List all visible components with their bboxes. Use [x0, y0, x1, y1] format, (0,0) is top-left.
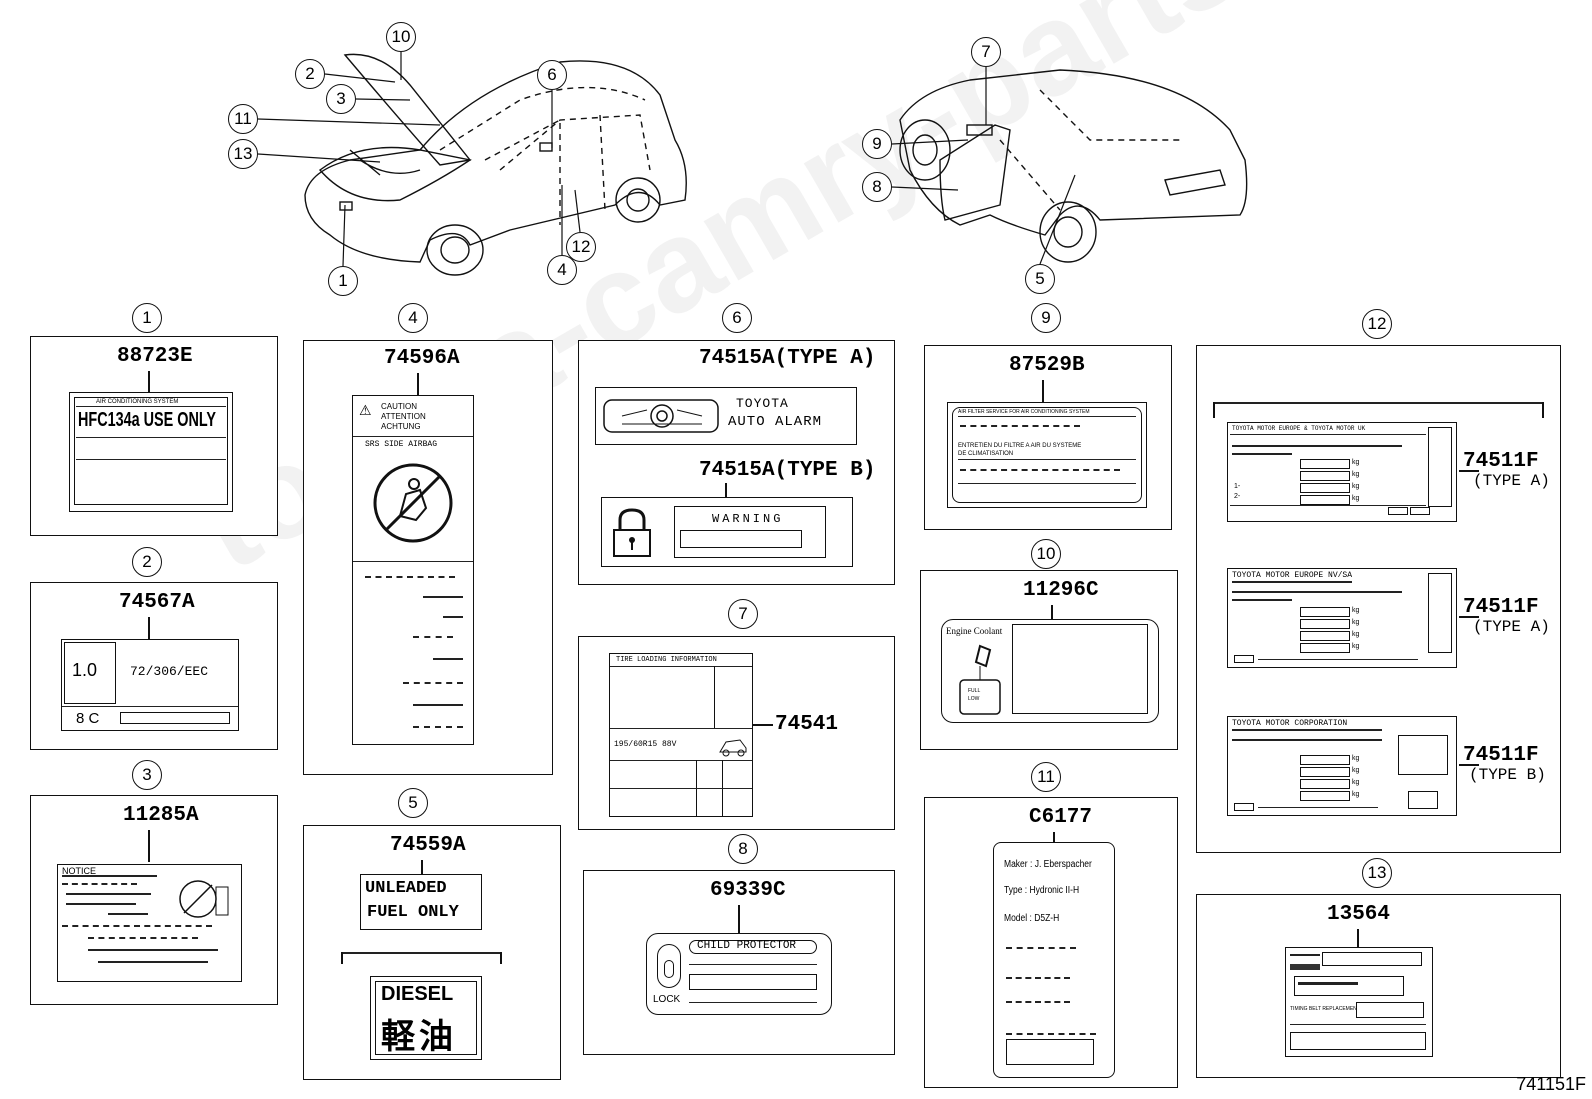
part-number-type-a-1: 74511F	[1463, 450, 1539, 473]
no-child-seat-icon	[373, 463, 453, 543]
panel-13-number: 13	[1362, 858, 1392, 888]
label-13564: TIMING BELT REPLACEMENT	[1285, 947, 1433, 1057]
panel-6-number: 6	[722, 303, 752, 333]
part-number: 13564	[1327, 903, 1391, 926]
panel-4: 74596A ⚠ CAUTION ATTENTION ACHTUNG SRS S…	[303, 340, 553, 775]
label-74515A-type-a: TOYOTA AUTO ALARM	[595, 387, 857, 445]
panel-1-number: 1	[132, 303, 162, 333]
part-number: 74596A	[384, 347, 460, 370]
padlock-icon	[613, 508, 651, 557]
label-74511F-type-a-2: TOYOTA MOTOR EUROPE NV/SA kg kg kg kg	[1227, 568, 1457, 668]
part-number: 69339C	[710, 879, 786, 902]
panel-13: 13564 TIMING BELT REPLACEMENT	[1196, 894, 1561, 1078]
part-number-type-b: 74515A(TYPE B)	[699, 459, 876, 482]
label-11285A: NOTICE	[57, 864, 242, 982]
callout-leaders	[257, 52, 1076, 267]
label-74511F-type-b: TOYOTA MOTOR CORPORATION kg kg kg kg	[1227, 716, 1457, 816]
panel-7: TIRE LOADING INFORMATION 195/60R15 88V 7…	[578, 636, 895, 830]
label-74596A: ⚠ CAUTION ATTENTION ACHTUNG SRS SIDE AIR…	[352, 395, 474, 745]
part-number: C6177	[1029, 806, 1093, 829]
panel-9-number: 9	[1031, 303, 1061, 333]
front-hood	[318, 146, 472, 202]
coolant-reservoir-icon	[959, 644, 1001, 715]
panel-7-number: 7	[728, 599, 758, 629]
panel-8-number: 8	[728, 834, 758, 864]
label-74511F-type-a-1: TOYOTA MOTOR EUROPE & TOYOTA MOTOR UK kg…	[1227, 422, 1457, 522]
part-number: 74541	[775, 713, 839, 736]
panel-8: 69339C LOCK CHILD PROTECTOR	[583, 870, 895, 1055]
label-74541: TIRE LOADING INFORMATION 195/60R15 88V	[609, 653, 753, 817]
front-car-outline	[304, 60, 687, 263]
label-74567A: 1.0 72/306/EEC 8 C	[61, 639, 239, 731]
callout-6: 6	[537, 60, 567, 90]
panel-3-number: 3	[132, 760, 162, 790]
label-88723E: AIR CONDITIONING SYSTEM HFC134a USE ONLY	[69, 392, 233, 512]
panel-1: 88723E AIR CONDITIONING SYSTEM HFC134a U…	[30, 336, 278, 536]
callout-8: 8	[862, 172, 892, 202]
panel-2-number: 2	[132, 547, 162, 577]
panel-10-number: 10	[1031, 539, 1061, 569]
callout-1: 1	[328, 266, 358, 296]
panel-11-number: 11	[1031, 762, 1061, 792]
part-number-type-a-2: 74511F	[1463, 596, 1539, 619]
part-number: 11296C	[1023, 579, 1099, 602]
label-74559A-diesel: DIESEL 軽油	[370, 976, 482, 1060]
callout-2: 2	[295, 59, 325, 89]
callout-5: 5	[1025, 264, 1055, 294]
part-number: 87529B	[1009, 354, 1085, 377]
part-number-type-b: 74511F	[1463, 744, 1539, 767]
callout-13: 13	[228, 139, 258, 169]
callout-11: 11	[228, 104, 258, 134]
diagram-reference: 741151F	[1516, 1074, 1586, 1094]
label-74559A-unleaded: UNLEADED FUEL ONLY	[360, 874, 482, 930]
label-69339C: LOCK CHILD PROTECTOR	[646, 933, 832, 1015]
callout-4: 4	[547, 255, 577, 285]
panel-9: 87529B AIR FILTER SERVICE FOR AIR CONDIT…	[924, 345, 1172, 530]
callout-7: 7	[971, 37, 1001, 67]
panel-11: C6177 Maker : J. Eberspacher Type : Hydr…	[924, 797, 1178, 1088]
part-number: 11285A	[123, 804, 199, 827]
part-number: 74559A	[390, 834, 466, 857]
vehicle-illustrations	[304, 53, 1248, 276]
panel-5-number: 5	[398, 788, 428, 818]
part-number: 88723E	[117, 345, 193, 368]
hfc-text: HFC134a USE ONLY	[78, 409, 216, 431]
callout-10: 10	[386, 22, 416, 52]
callout-12: 12	[566, 232, 596, 262]
label-11296C: Engine Coolant FULL LOW	[941, 619, 1159, 723]
open-hood-lid	[343, 53, 472, 166]
part-number-type-a: 74515A(TYPE A)	[699, 347, 876, 370]
label-87529B: AIR FILTER SERVICE FOR AIR CONDITIONING …	[947, 402, 1147, 508]
panel-10: 11296C Engine Coolant FULL LOW	[920, 570, 1178, 750]
panel-5: 74559A UNLEADED FUEL ONLY DIESEL 軽油	[303, 825, 561, 1080]
part-number: 74567A	[119, 591, 195, 614]
label-C6177: Maker : J. Eberspacher Type : Hydronic I…	[993, 842, 1115, 1078]
callout-9: 9	[862, 129, 892, 159]
panel-3: 11285A NOTICE	[30, 795, 278, 1005]
panel-4-number: 4	[398, 303, 428, 333]
panel-6: 74515A(TYPE A) TOYOTA AUTO ALARM 74515A(…	[578, 340, 895, 585]
rear-car-outline	[899, 69, 1248, 236]
panel-12-number: 12	[1362, 309, 1392, 339]
label-74515A-type-b: WARNING	[601, 497, 853, 567]
callout-3: 3	[326, 84, 356, 114]
panel-2: 74567A 1.0 72/306/EEC 8 C	[30, 582, 278, 750]
panel-12: TOYOTA MOTOR EUROPE & TOYOTA MOTOR UK kg…	[1196, 345, 1561, 853]
